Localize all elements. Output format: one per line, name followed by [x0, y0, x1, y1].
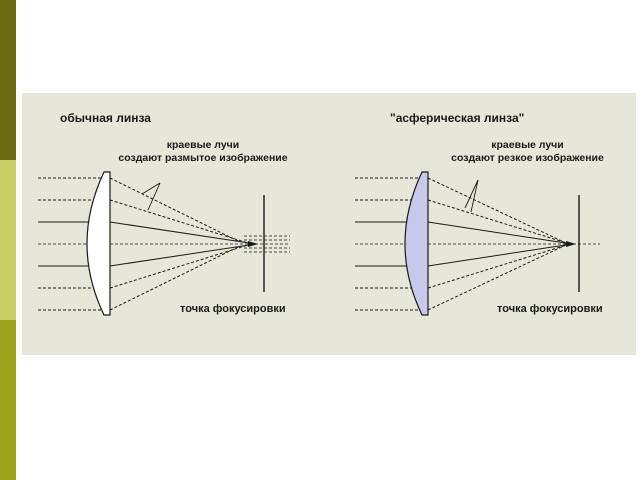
refracted-ray [427, 177, 569, 245]
focus-point-marker [248, 241, 258, 247]
focus-point-marker [566, 241, 576, 247]
refracted-ray [109, 177, 241, 243]
refracted-ray [427, 221, 573, 245]
refracted-ray [427, 243, 571, 289]
refracted-ray [427, 199, 571, 245]
lens-shape [86, 171, 111, 316]
aspheric-rays-note-line2: создают резкое изображение [451, 152, 604, 164]
refracted-ray [109, 243, 257, 267]
refracted-ray [109, 199, 249, 244]
refracted-ray [109, 245, 241, 311]
aspheric-lens-title: "асферическая линза" [390, 111, 525, 125]
lens-shape [404, 171, 429, 316]
ordinary-rays-note-line2: создают размытое изображение [118, 152, 288, 164]
ordinary-rays-note-line1: краевые лучи [166, 139, 240, 151]
ordinary-lens-title: обычная линза [60, 111, 151, 125]
annotation-pointer [147, 182, 161, 211]
annotation-pointer [464, 179, 479, 209]
annotation-pointer [470, 179, 479, 213]
refracted-ray [109, 221, 257, 245]
ordinary-lens-diagram [38, 171, 290, 316]
refracted-ray [109, 244, 249, 289]
side-bar-top [0, 0, 16, 160]
refracted-ray [427, 243, 569, 311]
ordinary-focus-label: точка фокусировки [180, 303, 286, 315]
refracted-ray [427, 243, 573, 267]
aspheric-focus-label: точка фокусировки [497, 303, 603, 315]
aspheric-lens-diagram [355, 171, 600, 316]
aspheric-rays-note-line1: краевые лучи [491, 139, 564, 151]
side-bar-middle [0, 160, 16, 320]
side-bar-bottom [0, 320, 16, 480]
annotation-pointer [141, 182, 161, 195]
